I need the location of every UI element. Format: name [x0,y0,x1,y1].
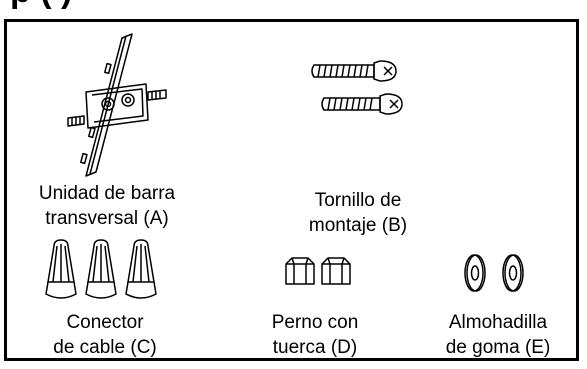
crossbar-assembly-icon [67,33,167,177]
mounting-screws-icon [311,60,403,115]
parts-list-frame [4,19,579,361]
wire-connectors-icon [45,239,157,299]
cap-nuts-icon [285,257,351,285]
part-label-b: Tornillo de montaje (B) [308,190,408,236]
part-label-c: Conector de cable (C) [53,312,157,358]
part-label-d: Perno con tuerca (D) [271,312,359,358]
title-strip: p ( ) [0,0,587,12]
part-label-a: Unidad de barra transversal (A) [38,183,176,229]
page-title: p ( ) [10,0,72,11]
part-label-e: Almohadilla de goma (E) [445,312,551,358]
rubber-washers-icon [464,254,524,292]
